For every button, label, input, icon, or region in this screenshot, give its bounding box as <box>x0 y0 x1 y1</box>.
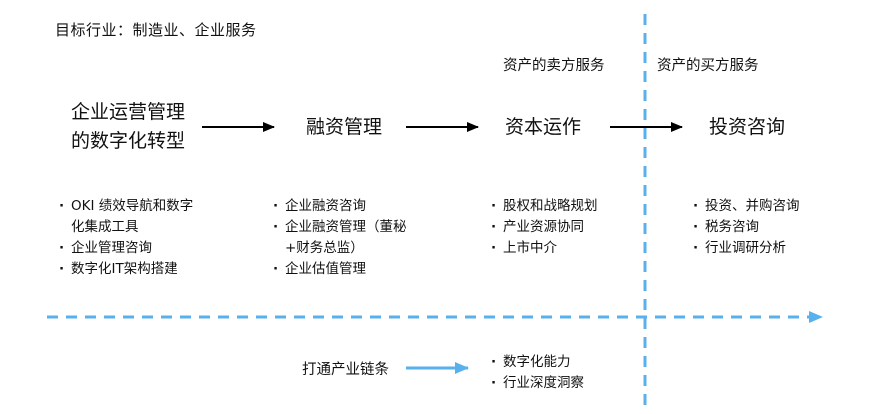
list-item: ·企业融资咨询 <box>271 196 431 217</box>
list-item: ·数字化IT架构搭建 <box>57 259 227 280</box>
list-item: ·行业调研分析 <box>691 238 841 259</box>
list-item: ·税务咨询 <box>691 217 841 238</box>
bullet-icon: · <box>491 198 497 214</box>
bullet-icon: · <box>273 261 279 277</box>
list-item: +财务总监） <box>285 240 364 256</box>
list-item: 化集成工具 <box>71 219 139 235</box>
stage-label-line2: 的数字化转型 <box>70 130 185 152</box>
list-item: ·数字化能力 <box>489 352 639 373</box>
list-item: ·上市中介 <box>489 238 639 259</box>
bullet-icon: · <box>693 198 699 214</box>
stage-investment-consulting: 投资咨询 <box>708 116 785 138</box>
stage-2-service-list: ·企业融资咨询 ·企业融资管理（董秘 +财务总监） ·企业估值管理 <box>271 196 431 280</box>
capability-list: ·数字化能力 ·行业深度洞察 <box>489 352 639 394</box>
bullet-icon: · <box>693 219 699 235</box>
list-item: ·企业融资管理（董秘 <box>271 217 431 238</box>
sell-side-label: 资产的卖方服务 <box>503 58 605 74</box>
list-item: ·投资、并购咨询 <box>691 196 841 217</box>
bullet-icon: · <box>59 240 65 256</box>
stage-1-service-list: ·OKI 绩效导航和数字 化集成工具 ·企业管理咨询 ·数字化IT架构搭建 <box>57 196 227 280</box>
stage-digital-transformation: 企业运营管理 的数字化转型 <box>48 98 208 156</box>
bullet-icon: · <box>491 240 497 256</box>
stage-4-service-list: ·投资、并购咨询 ·税务咨询 ·行业调研分析 <box>691 196 841 259</box>
bullet-icon: · <box>491 219 497 235</box>
list-item: ·企业估值管理 <box>271 259 431 280</box>
list-item: ·行业深度洞察 <box>489 373 639 394</box>
list-item: ·产业资源协同 <box>489 217 639 238</box>
list-item: ·OKI 绩效导航和数字 <box>57 196 227 217</box>
stage-3-service-list: ·股权和战略规划 ·产业资源协同 ·上市中介 <box>489 196 639 259</box>
buy-side-label: 资产的买方服务 <box>657 58 759 74</box>
bullet-icon: · <box>693 240 699 256</box>
bullet-icon: · <box>59 198 65 214</box>
stage-label-line1: 企业运营管理 <box>70 101 185 123</box>
bullet-icon: · <box>491 354 497 370</box>
bullet-icon: · <box>273 198 279 214</box>
bullet-icon: · <box>491 375 497 391</box>
stage-capital-operation: 资本运作 <box>504 116 581 138</box>
stage-financing-management: 融资管理 <box>305 116 382 138</box>
bullet-icon: · <box>59 261 65 277</box>
bullet-icon: · <box>273 219 279 235</box>
list-item: ·股权和战略规划 <box>489 196 639 217</box>
target-industry-label: 目标行业：制造业、企业服务 <box>55 21 257 39</box>
list-item: ·企业管理咨询 <box>57 238 227 259</box>
industry-chain-label: 打通产业链条 <box>302 362 389 378</box>
